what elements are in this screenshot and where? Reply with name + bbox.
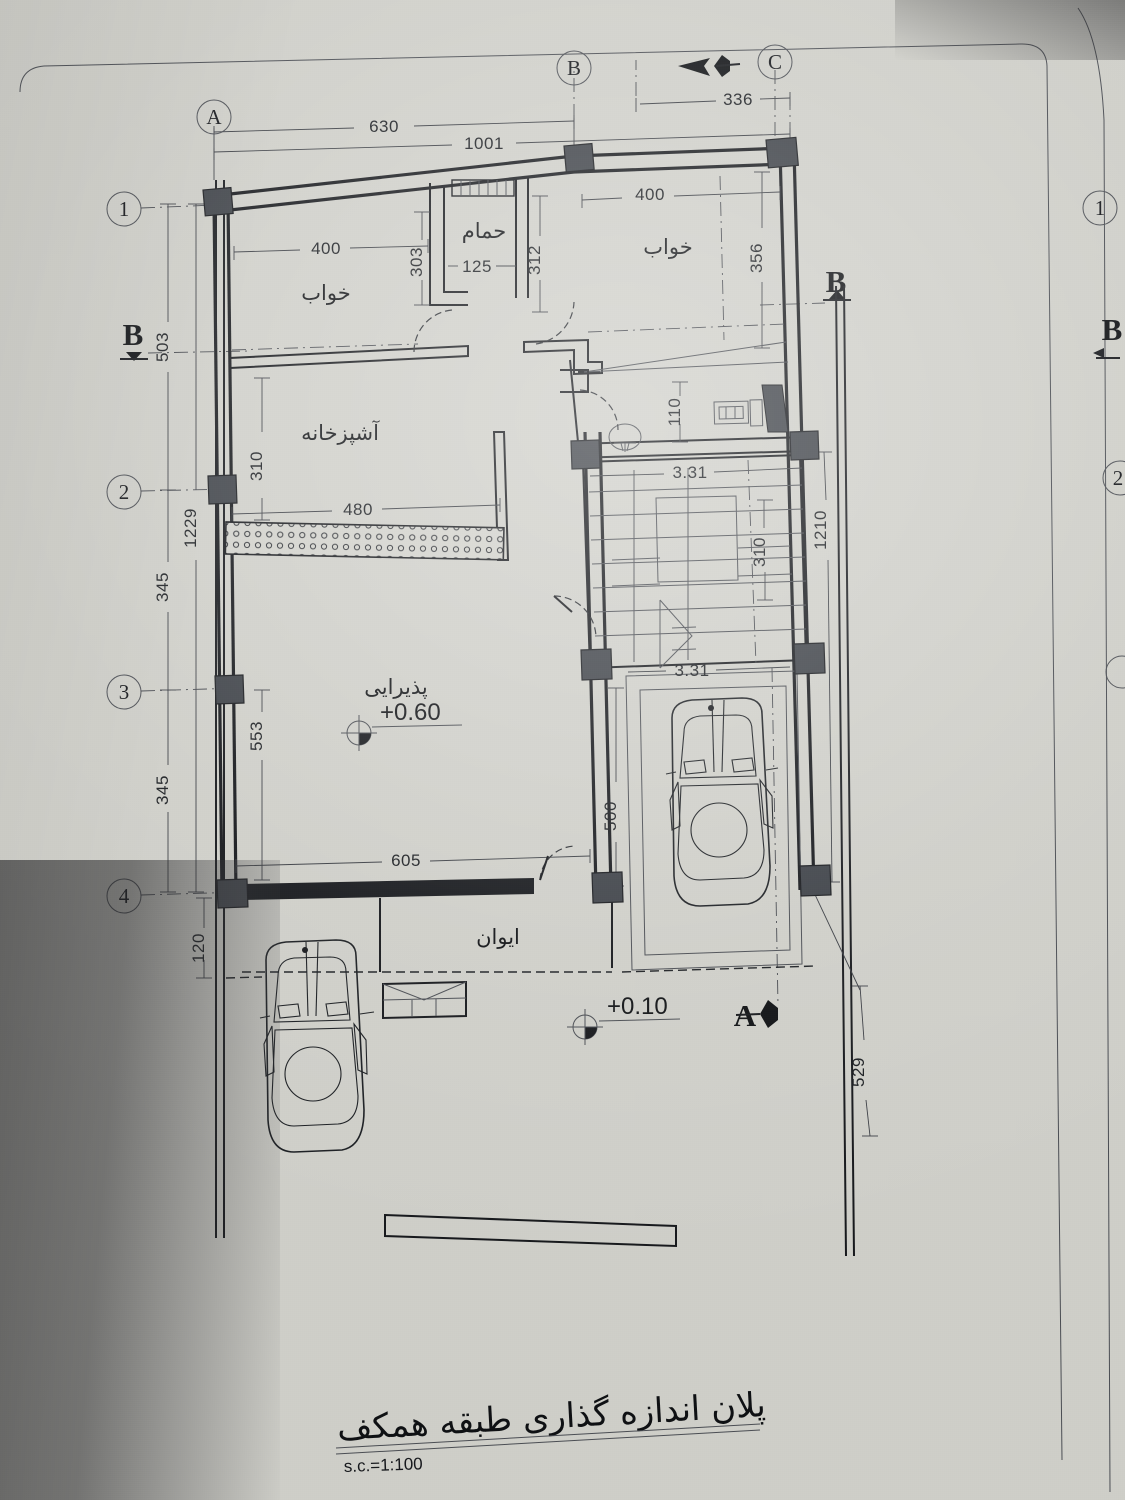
title-block: پلان اندازه گذاری طبقه همکف s.c.=1:100: [335, 1385, 767, 1476]
dim-310-a: 310: [247, 451, 266, 481]
section-b-right-label: B: [826, 264, 847, 299]
dim-120: 120: [189, 933, 208, 963]
grid-label-b: B: [567, 56, 581, 80]
section-marker-b-right: B: [759, 264, 851, 306]
dim-1210: 1210: [811, 510, 830, 550]
room-label-kitchen: آشپزخانه: [301, 420, 380, 445]
next-page-grid-1: 1: [1095, 196, 1106, 220]
grid-bubbles-top: A B C: [196, 44, 793, 150]
drawing-scale: s.c.=1:100: [343, 1454, 423, 1476]
dim-303: 303: [407, 247, 426, 277]
car-interior: [665, 697, 779, 907]
kitchen: آشپزخانه 310 480: [231, 377, 501, 521]
bedroom-left: خواب 400: [231, 239, 429, 351]
terrace: ایوان 120 +0.10: [189, 892, 681, 1045]
room-label-terrace: ایوان: [476, 925, 520, 949]
level-value-010: +0.10: [607, 993, 668, 1020]
dim-605: 605: [391, 851, 421, 870]
level-marker-010: +0.10: [567, 993, 681, 1045]
next-page-section-b: B: [1102, 312, 1123, 347]
room-label-bedroom-right: خواب: [643, 235, 692, 259]
level-value-060: +0.60: [380, 699, 441, 726]
section-marker-a-top: [678, 55, 741, 77]
bedroom-right: خواب 400 356: [560, 171, 789, 433]
bathroom: حمام 303 125 312: [407, 178, 575, 353]
adjacent-page-edge: 1 2 B: [1077, 7, 1125, 1493]
wc-fixture: [608, 423, 642, 452]
dim-1001: 1001: [464, 134, 504, 153]
drawing-title: پلان اندازه گذاری طبقه همکف: [336, 1385, 767, 1449]
dim-553: 553: [247, 721, 266, 751]
parking-interior: 3.31 500: [242, 661, 817, 1007]
entry-steps: [382, 980, 467, 1020]
dim-110: 110: [665, 398, 684, 427]
dim-630: 630: [369, 117, 399, 136]
section-marker-a-bottom: A: [734, 998, 778, 1033]
grid-label-3: 3: [119, 680, 130, 704]
columns: [202, 136, 832, 909]
grid-label-4: 4: [119, 884, 130, 908]
right-dimension-chain: 1210 529: [809, 451, 878, 1137]
dim-331-a: 3.31: [672, 463, 707, 482]
dim-312: 312: [525, 245, 544, 275]
room-label-bedroom-left: خواب: [301, 281, 350, 305]
cabinet-fixture: [713, 399, 764, 427]
dim-400-b: 400: [635, 185, 665, 204]
dim-345-a: 345: [153, 572, 172, 602]
room-label-living: پذیرایی: [364, 675, 428, 699]
grid-label-c: C: [768, 50, 782, 74]
building-walls: [211, 146, 816, 900]
dim-1229: 1229: [181, 508, 200, 548]
level-marker-060: +0.60: [341, 699, 463, 751]
car-exterior: [225, 939, 375, 1153]
dim-503: 503: [153, 332, 172, 362]
left-dimension-chain: 1229 503 345 345: [153, 203, 204, 893]
dim-331-b: 3.31: [674, 661, 709, 680]
stairs-and-hall: 110 3.31 310: [553, 381, 808, 670]
dim-125: 125: [462, 257, 492, 276]
grid-label-2: 2: [119, 480, 130, 504]
dim-529: 529: [849, 1057, 868, 1087]
grid-label-a: A: [206, 105, 222, 129]
dim-345-b: 345: [153, 775, 172, 805]
dim-500: 500: [601, 801, 620, 831]
dim-336: 336: [723, 90, 753, 109]
dim-480: 480: [343, 500, 373, 519]
section-marker-b-left: B: [120, 317, 251, 361]
dim-310-b: 310: [750, 537, 769, 567]
room-label-bathroom: حمام: [462, 219, 507, 243]
living-room: پذیرایی +0.60 553 605: [235, 675, 591, 881]
grid-label-1: 1: [119, 197, 130, 221]
next-page-grid-2: 2: [1113, 466, 1124, 490]
top-dimension-chain: 336 630 1001: [213, 60, 791, 180]
dim-356: 356: [747, 243, 766, 273]
dim-400-a: 400: [311, 239, 341, 258]
section-b-left-label: B: [123, 317, 144, 352]
